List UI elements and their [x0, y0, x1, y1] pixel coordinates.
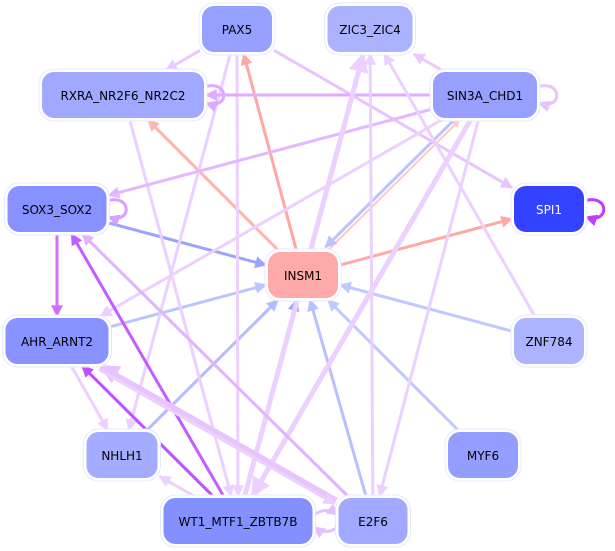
node-box: [42, 72, 204, 118]
edge-e2f6-to-sox3_sox2: [81, 232, 349, 498]
node-box: [514, 318, 584, 364]
node-box: [5, 318, 109, 364]
edge-sin3a_chd1-to-e2f6: [376, 119, 480, 498]
node-label: RXRA_NR2F6_NR2C2: [60, 89, 185, 103]
node-label: MYF6: [467, 449, 499, 463]
edge-sin3a_chd1-to-ahr_arnt2: [99, 118, 443, 318]
edges-layer: [51, 49, 606, 539]
node-box: [268, 252, 338, 298]
node-label: SPI1: [536, 203, 562, 217]
node-label: E2F6: [358, 515, 388, 529]
node-insm1[interactable]: INSM1: [264, 248, 342, 302]
edge-pax5-to-rxra_nr2f6_nr2c2: [165, 49, 201, 72]
node-label: SIN3A_CHD1: [447, 89, 523, 103]
node-wt1_mtf1_zbtb7b[interactable]: WT1_MTF1_ZBTB7B: [160, 494, 316, 548]
node-label: ZNF784: [525, 335, 572, 349]
edge-wt1_mtf1_zbtb7b-to-sox3_sox2: [70, 232, 225, 497]
edge-wt1_mtf1_zbtb7b-to-e2f6: [313, 503, 339, 517]
node-box: [202, 6, 272, 52]
node-spi1[interactable]: SPI1: [510, 182, 588, 236]
edge-e2f6-to-ahr_arnt2: [99, 363, 338, 503]
edge-pax5-to-wt1_mtf1_zbtb7b: [231, 53, 244, 498]
edge-ahr_arnt2-to-insm1: [110, 281, 268, 329]
node-zic3_zic4[interactable]: ZIC3_ZIC4: [324, 2, 416, 56]
edge-znf784-to-zic3_zic4: [383, 52, 536, 317]
edge-e2f6-to-zic3_zic4: [364, 52, 377, 497]
node-box: [338, 498, 408, 544]
edge-ahr_arnt2-to-e2f6: [98, 368, 336, 505]
edge-wt1_mtf1_zbtb7b-to-nhlh1: [158, 475, 195, 498]
node-nhlh1[interactable]: NHLH1: [83, 428, 161, 482]
edge-sin3a_chd1-to-wt1_mtf1_zbtb7b: [250, 118, 473, 498]
edge-insm1-to-rxra_nr2f6_nr2c2: [146, 118, 280, 252]
edge-sox3_sox2-to-insm1: [108, 221, 268, 269]
node-label: WT1_MTF1_ZBTB7B: [179, 515, 298, 529]
edge-ahr_arnt2-to-nhlh1: [69, 365, 110, 432]
edge-spi1-to-spi1: [583, 198, 606, 227]
node-rxra_nr2f6_nr2c2[interactable]: RXRA_NR2F6_NR2C2: [38, 68, 208, 122]
edge-myf6-to-insm1: [326, 298, 460, 432]
node-sin3a_chd1[interactable]: SIN3A_CHD1: [429, 68, 541, 122]
edge-sox3_sox2-to-sox3_sox2: [106, 198, 128, 227]
node-box: [86, 432, 158, 478]
node-box: [514, 186, 584, 232]
edge-e2f6-to-wt1_mtf1_zbtb7b: [313, 525, 339, 539]
edge-insm1-to-sin3a_chd1: [327, 119, 461, 251]
edge-nhlh1-to-insm1: [146, 298, 279, 432]
node-myf6[interactable]: MYF6: [444, 428, 522, 482]
edge-pax5-to-nhlh1: [125, 53, 232, 432]
node-pax5[interactable]: PAX5: [198, 2, 276, 56]
node-label: PAX5: [222, 23, 253, 37]
edge-insm1-to-spi1: [339, 215, 514, 267]
edge-sin3a_chd1-to-sin3a_chd1: [536, 84, 559, 113]
node-e2f6[interactable]: E2F6: [335, 494, 411, 548]
node-znf784[interactable]: ZNF784: [510, 314, 588, 368]
node-label: ZIC3_ZIC4: [339, 23, 401, 37]
node-label: INSM1: [284, 269, 322, 283]
node-label: AHR_ARNT2: [21, 335, 93, 349]
node-sox3_sox2[interactable]: SOX3_SOX2: [4, 182, 110, 236]
node-box: [327, 6, 413, 52]
node-label: SOX3_SOX2: [22, 203, 92, 217]
edge-e2f6-to-insm1: [307, 298, 368, 497]
node-box: [433, 72, 537, 118]
edge-sin3a_chd1-to-zic3_zic4: [412, 52, 443, 72]
node-box: [7, 186, 107, 232]
node-label: NHLH1: [101, 449, 142, 463]
edge-sin3a_chd1-to-insm1: [324, 116, 458, 249]
node-ahr_arnt2[interactable]: AHR_ARNT2: [2, 314, 112, 368]
edge-sin3a_chd1-to-sox3_sox2: [107, 107, 432, 199]
node-box: [163, 498, 313, 544]
node-box: [448, 432, 518, 478]
